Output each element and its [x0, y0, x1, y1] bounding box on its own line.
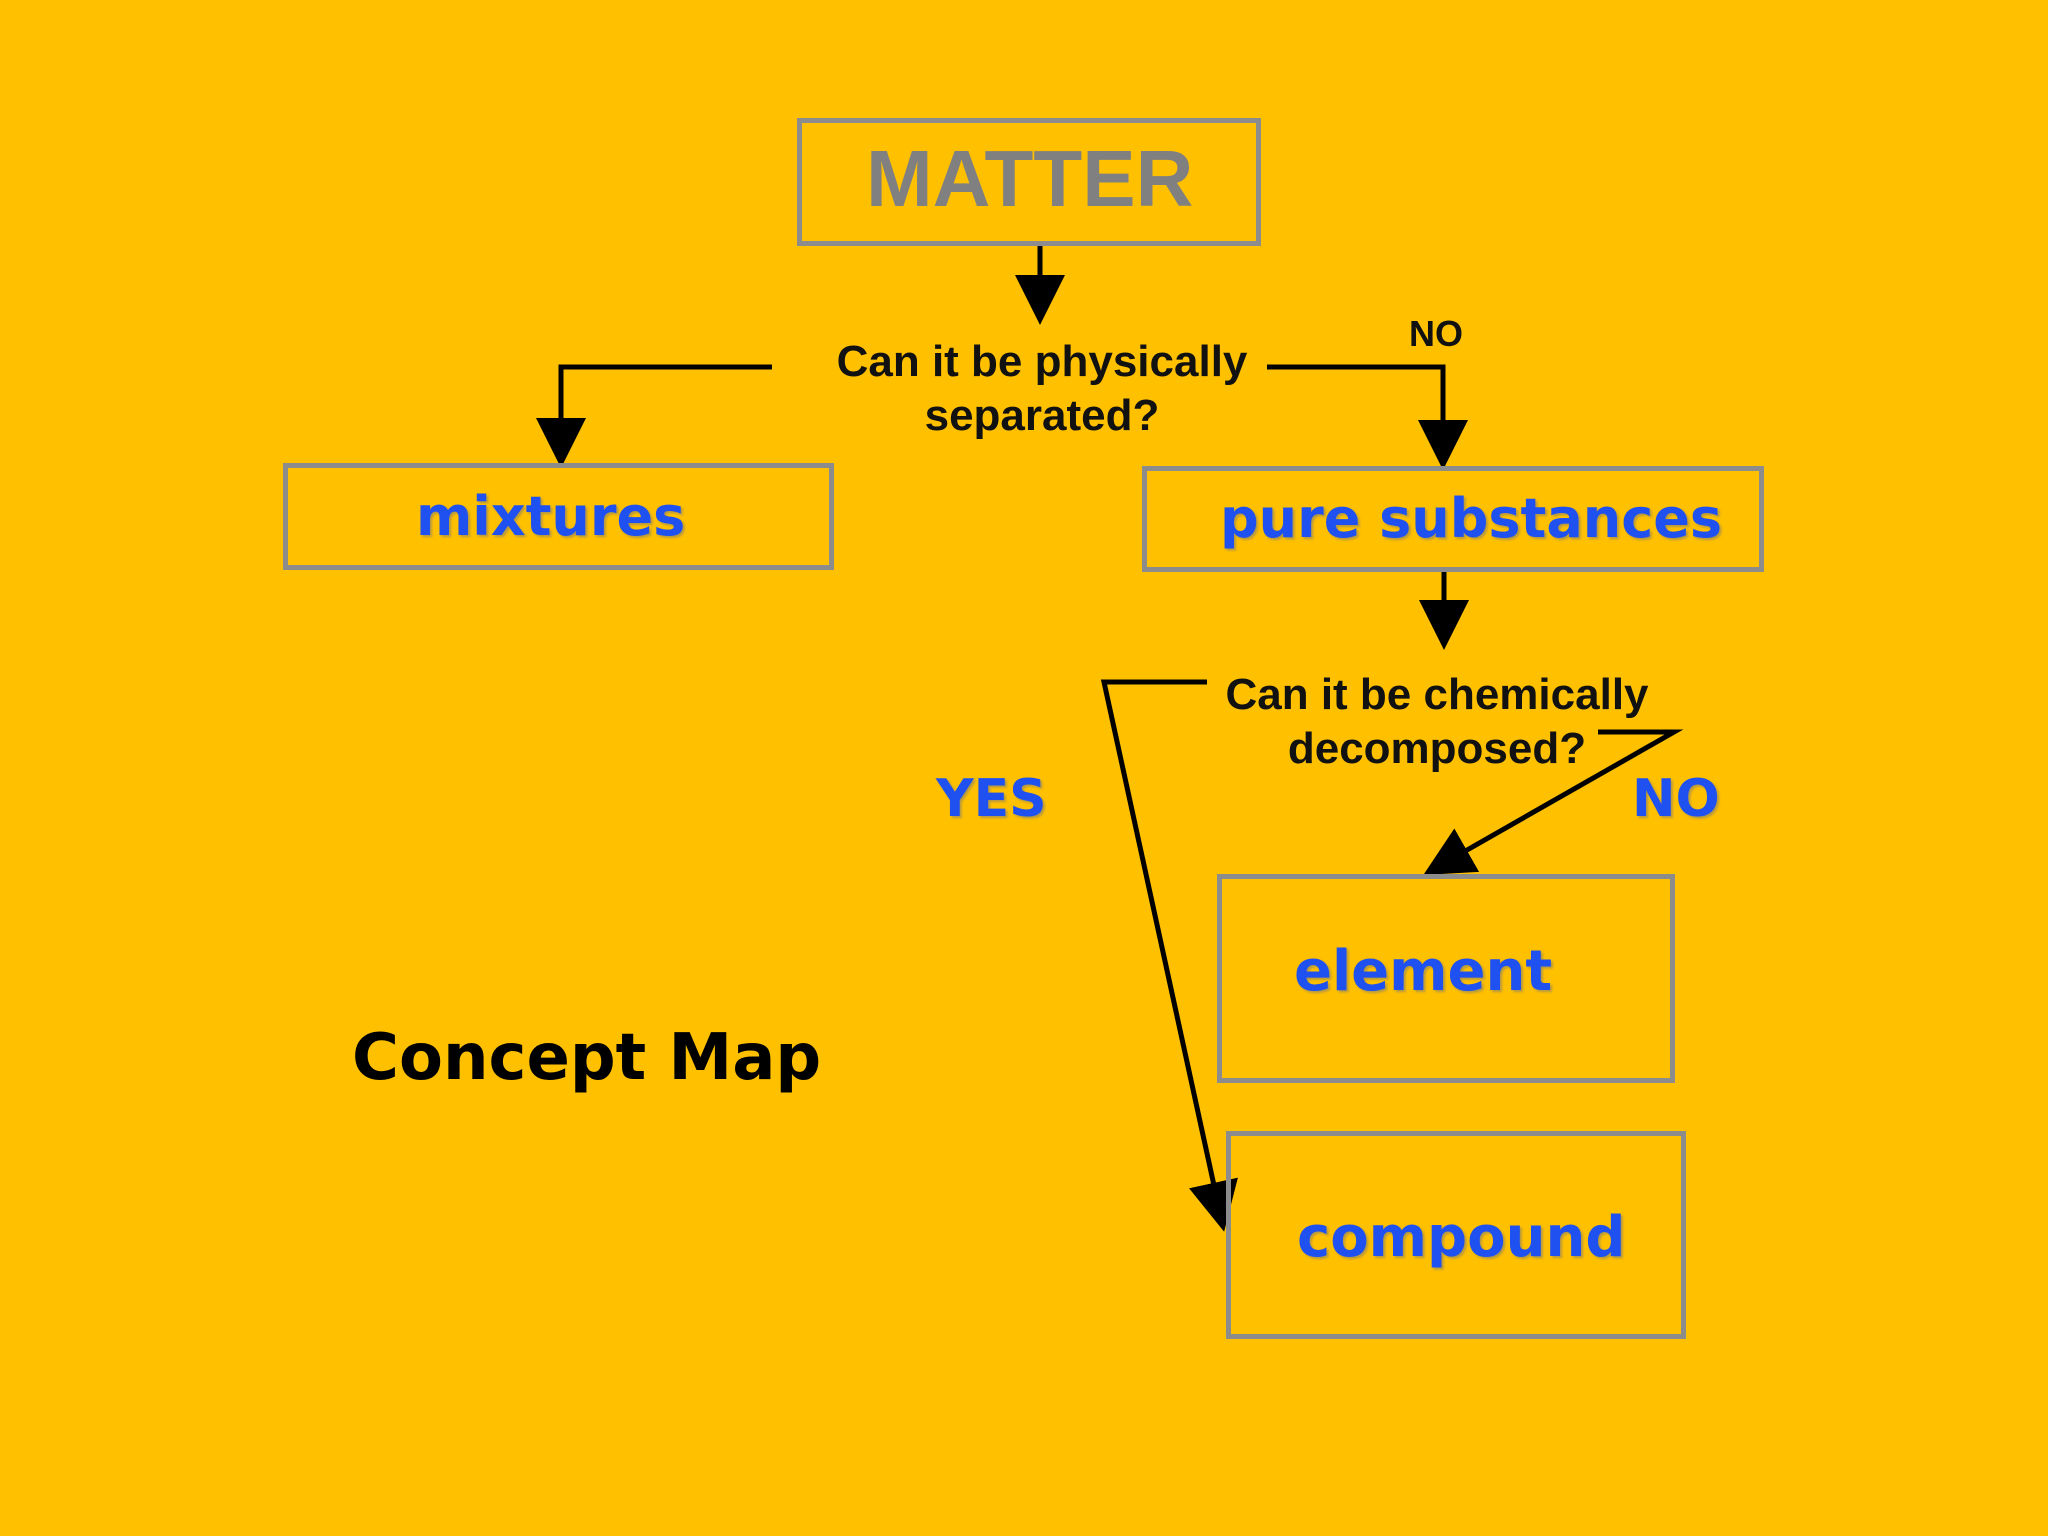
arrow-no-to-element: [1423, 729, 1684, 875]
arrow-yes-to-compound: [1100, 679, 1238, 1232]
branch-label-no: NO: [1632, 769, 1720, 829]
branch-label-yes: YES: [936, 769, 1047, 829]
element-box: [1217, 874, 1675, 1083]
question-chemical-line2: decomposed?: [1287, 724, 1587, 773]
compound-label: compound: [1297, 1205, 1626, 1270]
edge-label-no-top: NO: [1409, 313, 1463, 354]
element-label: element: [1294, 939, 1553, 1004]
page-title: Concept Map: [352, 1021, 822, 1095]
compound-box: [1226, 1131, 1686, 1339]
pure-substances-label: pure substances: [1220, 487, 1723, 550]
mixtures-label: mixtures: [416, 485, 686, 548]
mixtures-box: [283, 463, 834, 570]
question-chemical-line1: Can it be chemically: [1225, 670, 1649, 719]
arrow-question-to-mixtures: [536, 364, 772, 468]
question-physical-line2: separated?: [924, 391, 1160, 440]
pure-substances-box: [1142, 466, 1764, 572]
arrow-question-to-pure-substances: [1267, 364, 1468, 470]
matter-label: MATTER: [866, 134, 1194, 223]
question-physical-line1: Can it be physically: [836, 337, 1248, 386]
question-physically-separated: Can it be physically separated?: [822, 335, 1262, 443]
question-chemically-decomposed: Can it be chemically decomposed?: [1212, 668, 1662, 776]
matter-box: [797, 118, 1261, 246]
